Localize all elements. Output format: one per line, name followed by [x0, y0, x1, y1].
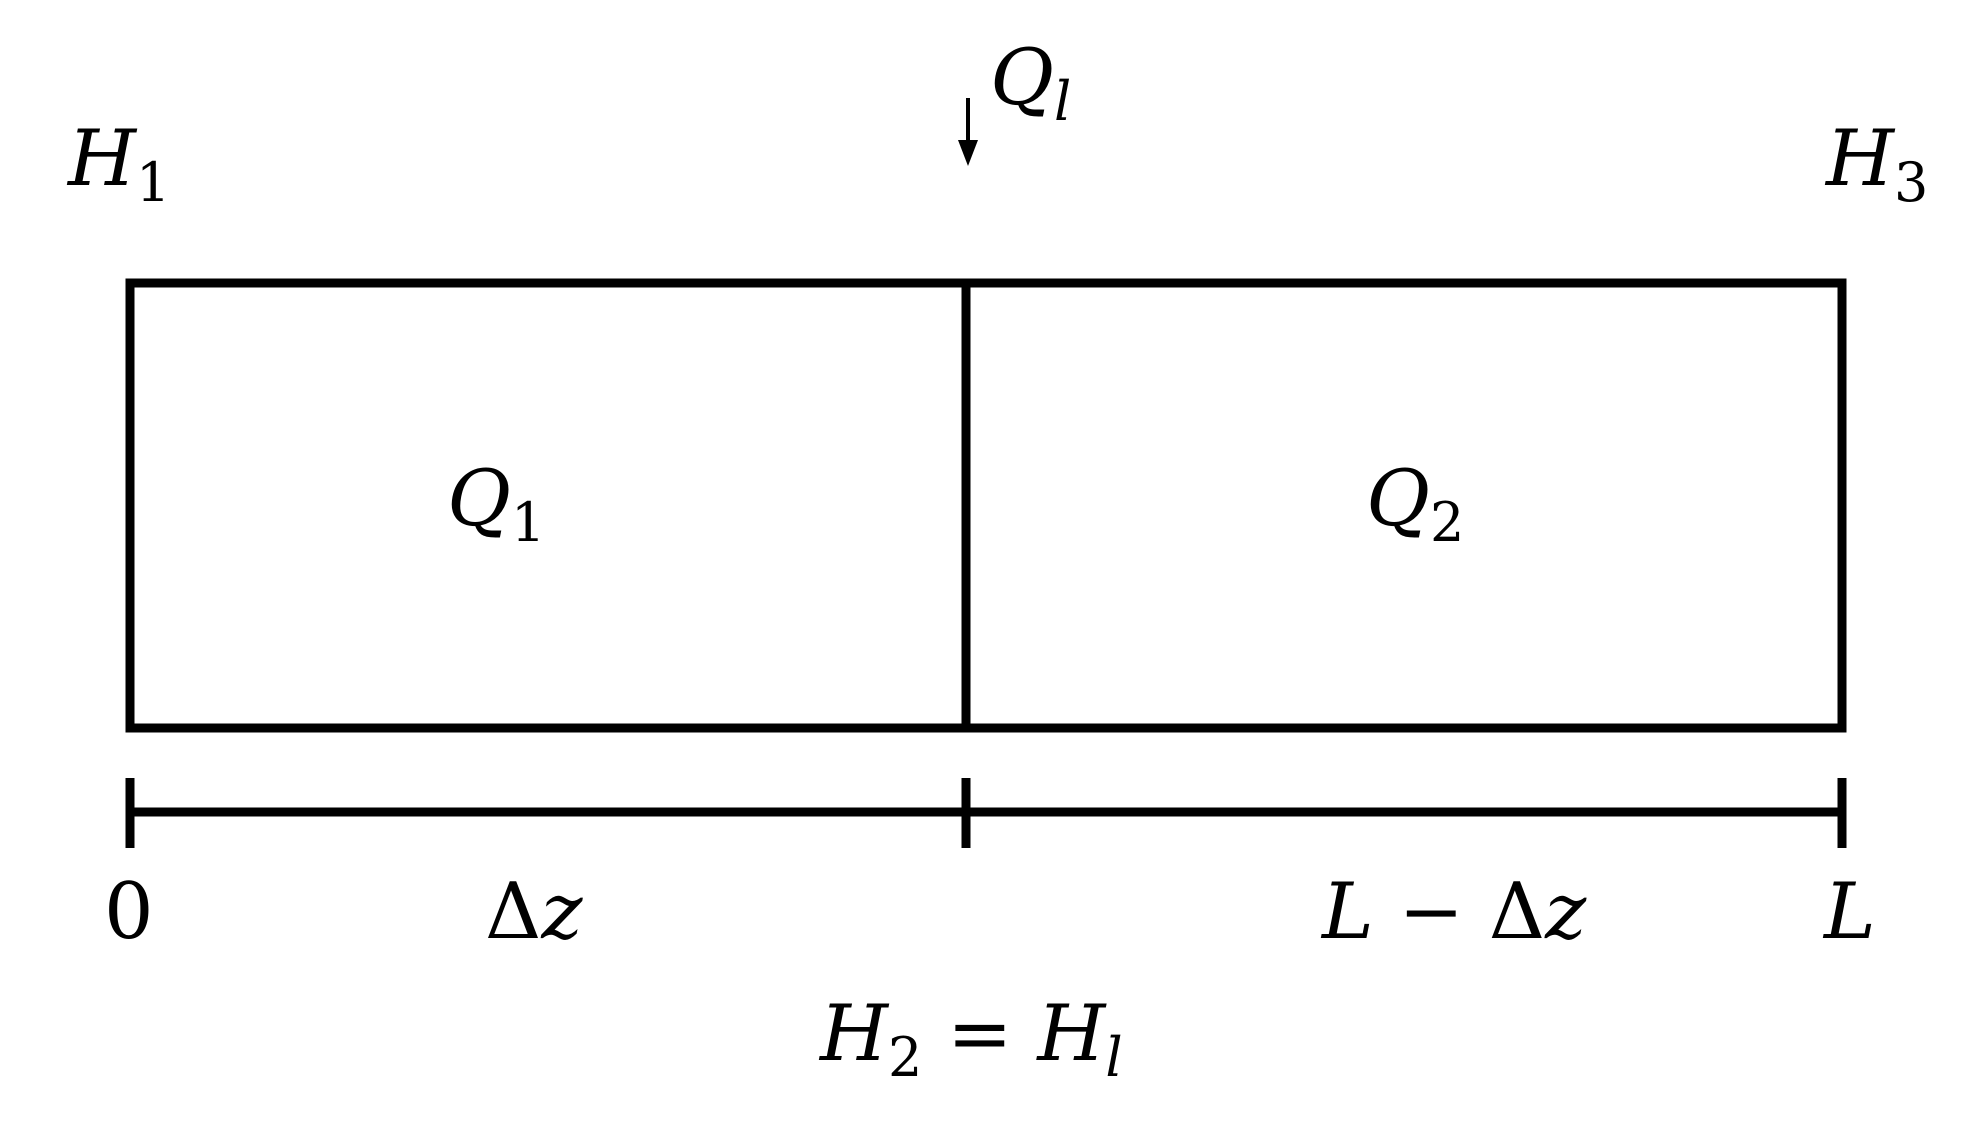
inflow-arrow-head [958, 140, 978, 166]
pipe-body [125, 278, 1847, 733]
label-axis-end: L [1822, 867, 1876, 957]
label-length-2: L − Δz [1320, 867, 1587, 957]
label-h3: H3 [1824, 114, 1928, 214]
label-q1: Q1 [447, 454, 545, 554]
label-axis-start: 0 [104, 867, 154, 957]
label-q2: Q2 [1366, 454, 1464, 554]
label-h1: H1 [66, 114, 170, 214]
label-length-1: Δz [485, 867, 583, 957]
label-junction-head: H2 = Hl [818, 989, 1123, 1089]
label-ql: Ql [990, 33, 1071, 133]
